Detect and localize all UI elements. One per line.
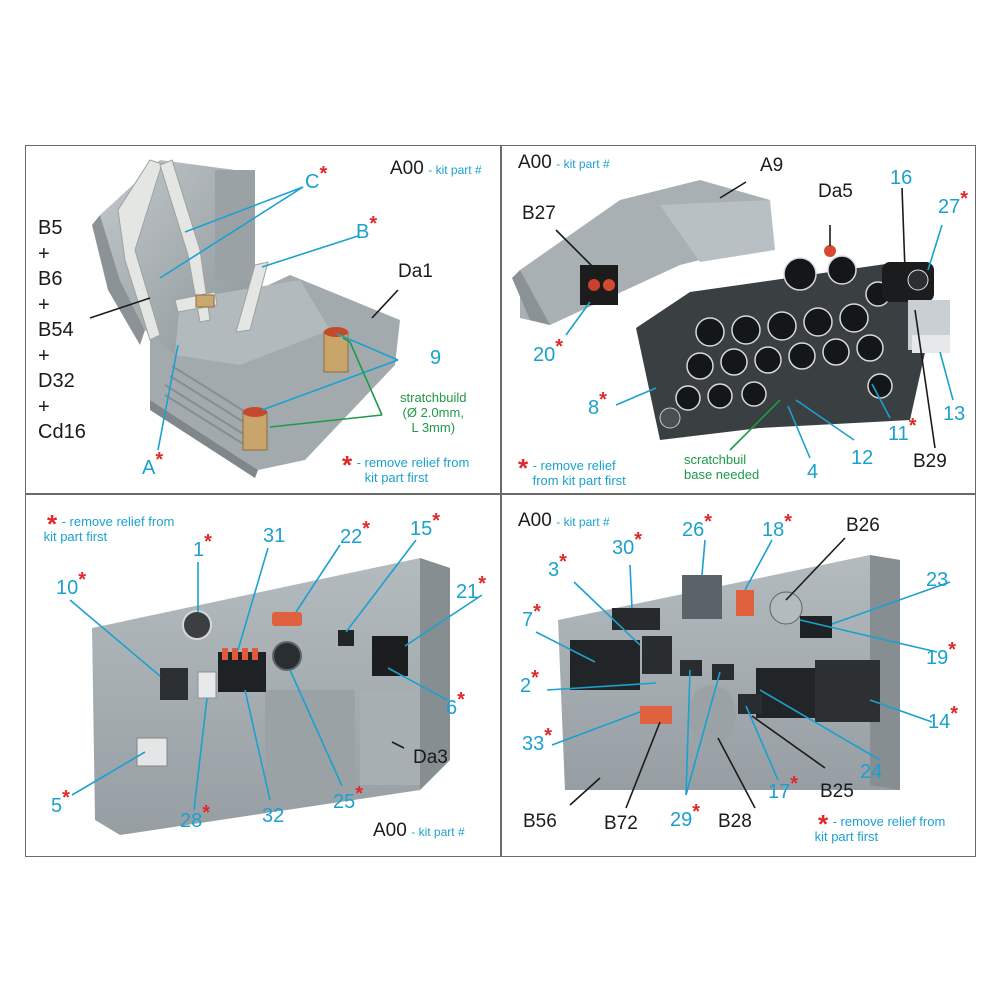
stratch-pin-lower xyxy=(242,407,268,451)
left-console-details xyxy=(136,610,408,767)
part-stack: B5 + B6 + B54 + D32 + Cd16 xyxy=(38,217,86,443)
callout-10: 10* xyxy=(56,569,87,599)
callout-2: 2* xyxy=(520,667,539,697)
callout-b27: B27 xyxy=(522,203,556,224)
callout-b: B* xyxy=(356,213,378,243)
instrument-panel xyxy=(636,245,930,440)
callout-20: 20* xyxy=(533,336,564,366)
callout-30: 30* xyxy=(612,529,643,559)
callout-b26: B26 xyxy=(846,515,880,536)
left-console-leader-lines xyxy=(69,539,483,811)
right-console-leader-lines xyxy=(535,537,951,809)
callout-c: C* xyxy=(305,163,328,193)
right-kit-part-legend: A00 - kit part # xyxy=(518,510,610,531)
panel-dashboard-frame xyxy=(500,145,976,495)
callout-da5: Da5 xyxy=(818,181,853,202)
callout-5: 5* xyxy=(51,787,70,817)
callout-33: 33* xyxy=(522,725,553,755)
panel-right-console-frame xyxy=(500,493,976,857)
seat-harness xyxy=(117,159,269,341)
panel-left-console-frame xyxy=(25,493,502,857)
callout-da1: Da1 xyxy=(398,261,433,282)
callout-23: 23 xyxy=(926,569,949,591)
callout-21: 21* xyxy=(456,573,487,603)
da3-leader-line xyxy=(391,741,405,749)
callout-11: 11* xyxy=(888,415,917,445)
callout-16: 16 xyxy=(890,167,913,189)
callout-b56: B56 xyxy=(523,811,557,832)
callout-a: A* xyxy=(142,449,164,479)
seat-kit-part-legend: A00 - kit part # xyxy=(390,158,482,179)
callout-18: 18* xyxy=(762,511,793,541)
callout-19: 19* xyxy=(926,639,957,669)
panel-seat-frame xyxy=(25,145,502,495)
callout-a9: A9 xyxy=(760,155,784,176)
callout-29: 29* xyxy=(670,801,701,831)
scratch-base-note: scratchbuil base needed xyxy=(684,452,760,482)
callout-b28: B28 xyxy=(718,811,752,832)
callout-6: 6* xyxy=(446,689,465,719)
callout-28: 28* xyxy=(180,802,211,832)
stratchbuild-note: stratchbuild (Ø 2.0mm, L 3mm) xyxy=(400,390,467,435)
callout-7: 7* xyxy=(522,601,541,631)
callout-9: 9 xyxy=(430,347,442,369)
dash-kit-part-legend: A00 - kit part # xyxy=(518,152,610,173)
dash-leader-lines xyxy=(555,181,954,459)
callout-14: 14* xyxy=(928,703,959,733)
left-kit-part-legend: A00 - kit part # xyxy=(373,820,465,841)
callout-24: 24 xyxy=(860,761,883,783)
callout-13: 13 xyxy=(943,403,966,425)
kit-part-b27 xyxy=(580,265,618,305)
right-console-details xyxy=(570,575,880,724)
left-console-part xyxy=(92,558,450,835)
callout-b72: B72 xyxy=(604,813,638,834)
stratch-pin-upper xyxy=(323,327,349,373)
callout-22: 22* xyxy=(340,518,371,548)
gunsight-box xyxy=(882,262,950,353)
callout-b29: B29 xyxy=(913,451,947,472)
callout-17: 17* xyxy=(768,773,799,803)
callout-15: 15* xyxy=(410,510,441,540)
callout-3: 3* xyxy=(548,551,567,581)
callout-12: 12 xyxy=(851,447,874,469)
callout-26: 26* xyxy=(682,511,713,541)
callout-31: 31 xyxy=(263,525,286,547)
callout-32: 32 xyxy=(262,805,285,827)
seat-leader-lines xyxy=(89,186,399,451)
callout-8: 8* xyxy=(588,389,607,419)
callout-4: 4 xyxy=(807,461,819,483)
callout-27: 27* xyxy=(938,188,969,218)
callout-25: 25* xyxy=(333,783,364,813)
callout-1: 1* xyxy=(193,531,212,561)
callout-da3: Da3 xyxy=(413,747,448,768)
callout-b25: B25 xyxy=(820,781,854,802)
